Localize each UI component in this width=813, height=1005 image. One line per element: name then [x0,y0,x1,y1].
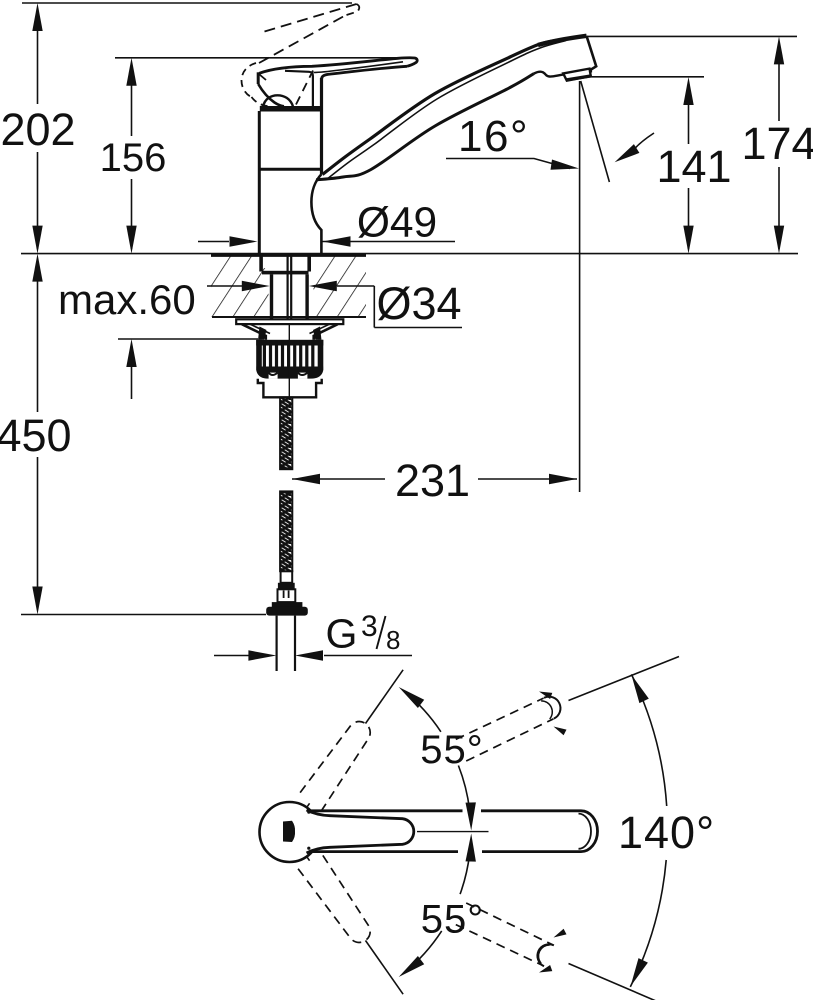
svg-text:Ø34: Ø34 [376,278,461,329]
svg-text:8: 8 [386,625,400,655]
svg-text:16°: 16° [458,112,529,161]
svg-text:G: G [326,611,358,657]
svg-text:Ø49: Ø49 [357,200,437,247]
svg-text:55°: 55° [421,898,485,942]
svg-text:174: 174 [741,118,813,169]
svg-text:3: 3 [361,610,378,643]
svg-text:140°: 140° [618,807,715,858]
svg-text:141: 141 [656,141,731,192]
svg-text:202: 202 [0,104,75,155]
svg-text:55°: 55° [420,728,484,772]
svg-text:max.60: max.60 [58,276,196,323]
svg-text:450: 450 [0,410,72,461]
svg-text:231: 231 [395,455,470,506]
svg-text:156: 156 [100,136,167,180]
